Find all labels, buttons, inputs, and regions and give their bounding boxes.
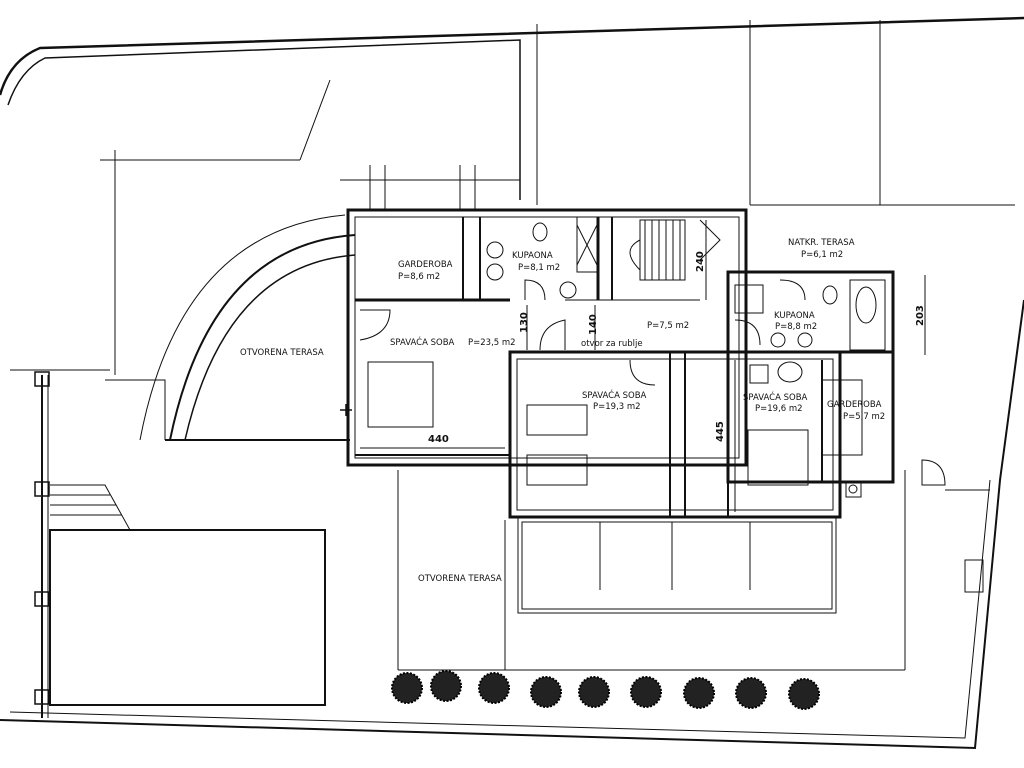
- room-name: SPAVAĆA SOBA: [743, 391, 808, 403]
- laundry-chute-note: otvor za rublje: [581, 339, 643, 349]
- tree-icon: [630, 676, 662, 708]
- terrace-label: OTVORENA TERASA: [418, 574, 502, 584]
- dimension-label: 445: [715, 421, 726, 442]
- room-name: KUPAONA: [512, 251, 553, 261]
- room-area: P=6,1 m2: [801, 250, 843, 260]
- dimension-lines: [360, 220, 926, 512]
- room-name: GARDEROBA: [398, 260, 453, 270]
- tree-icon: [478, 672, 510, 704]
- room-area: P=23,5 m2: [468, 338, 516, 348]
- room-name: NATKR. TERASA: [788, 238, 855, 248]
- room-area: P=19,6 m2: [755, 404, 803, 414]
- room-area: P=7,5 m2: [647, 321, 689, 331]
- tree-icon: [430, 670, 462, 702]
- room-area: P=8,1 m2: [518, 263, 560, 273]
- site-boundary: [0, 16, 1024, 750]
- dimension-label: 240: [695, 251, 706, 272]
- pool: [34, 371, 326, 718]
- staircase: [629, 219, 721, 281]
- tree-icon: [788, 678, 820, 710]
- tree-icon: [578, 676, 610, 708]
- tree-icon: [683, 677, 715, 709]
- dimension-label: 203: [915, 305, 926, 326]
- room-name: GARDEROBA: [827, 400, 882, 410]
- house-walls: [346, 208, 895, 519]
- room-area: P=19,3 m2: [593, 402, 641, 412]
- terrace-label: OTVORENA TERASA: [240, 348, 324, 358]
- room-name: SPAVAĆA SOBA: [582, 389, 647, 401]
- room-area: P=5,7 m2: [843, 412, 885, 422]
- room-area: P=8,6 m2: [398, 272, 440, 282]
- doors: [359, 279, 946, 486]
- tree-icon: [530, 676, 562, 708]
- furniture: [340, 222, 886, 498]
- curved-terrace: [139, 165, 520, 441]
- site-lines: [10, 20, 1015, 440]
- room-area: P=8,8 m2: [775, 322, 817, 332]
- tree-icon: [735, 677, 767, 709]
- hedge-trees: [391, 670, 820, 710]
- dimension-label: 140: [588, 314, 599, 335]
- dimension-label: 440: [428, 434, 449, 445]
- south-terrace: [397, 470, 990, 671]
- room-name: KUPAONA: [774, 311, 815, 321]
- tree-icon: [391, 672, 423, 704]
- dimension-label: 130: [519, 312, 530, 333]
- room-name: SPAVAĆA SOBA: [390, 336, 455, 348]
